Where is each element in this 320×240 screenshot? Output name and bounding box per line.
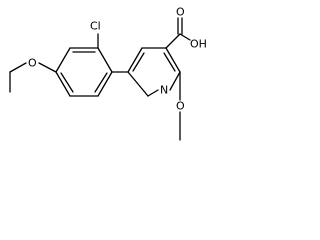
bond-ring1-d-inner: [94, 72, 108, 93]
hydroxyl-label: OH: [190, 38, 207, 51]
bond-ring2-d: [169, 71, 181, 91]
ethoxy-oxygen-label: O: [28, 57, 37, 70]
chemical-structure-diagram: Cl OH O O O N: [9, 6, 207, 141]
bond-c-oh: [179, 33, 191, 41]
bond-ring1-c: [97, 47, 113, 73]
bond-ring2-c: [165, 47, 181, 73]
ethoxy-group: [9, 62, 57, 93]
methoxy-oxygen-label: O: [176, 100, 185, 113]
carboxylic-acid-group: [165, 17, 191, 49]
bond-ring2-e: [147, 89, 159, 97]
bond-ring2-a-inner: [132, 52, 145, 72]
chlorophenyl-ring: [55, 33, 113, 97]
ring-nitrogen-label: N: [160, 84, 168, 97]
carbonyl-oxygen-label: O: [176, 6, 185, 19]
bond-ring1-f-inner: [60, 72, 74, 93]
bond-ethyl-ch2-o: [9, 62, 27, 73]
bond-ring1-a: [55, 47, 71, 73]
bond-ring2-f: [127, 71, 149, 97]
pyridine-ring: [127, 47, 181, 97]
chlorine-label: Cl: [90, 20, 101, 33]
bond-ring1-d: [97, 71, 113, 97]
bond-ring-cooh: [165, 33, 181, 49]
bond-ring2-a: [127, 47, 143, 73]
bond-o-ring: [38, 62, 57, 73]
bond-ring2-c-inner: [163, 52, 176, 72]
bond-ring1-f: [55, 71, 71, 97]
